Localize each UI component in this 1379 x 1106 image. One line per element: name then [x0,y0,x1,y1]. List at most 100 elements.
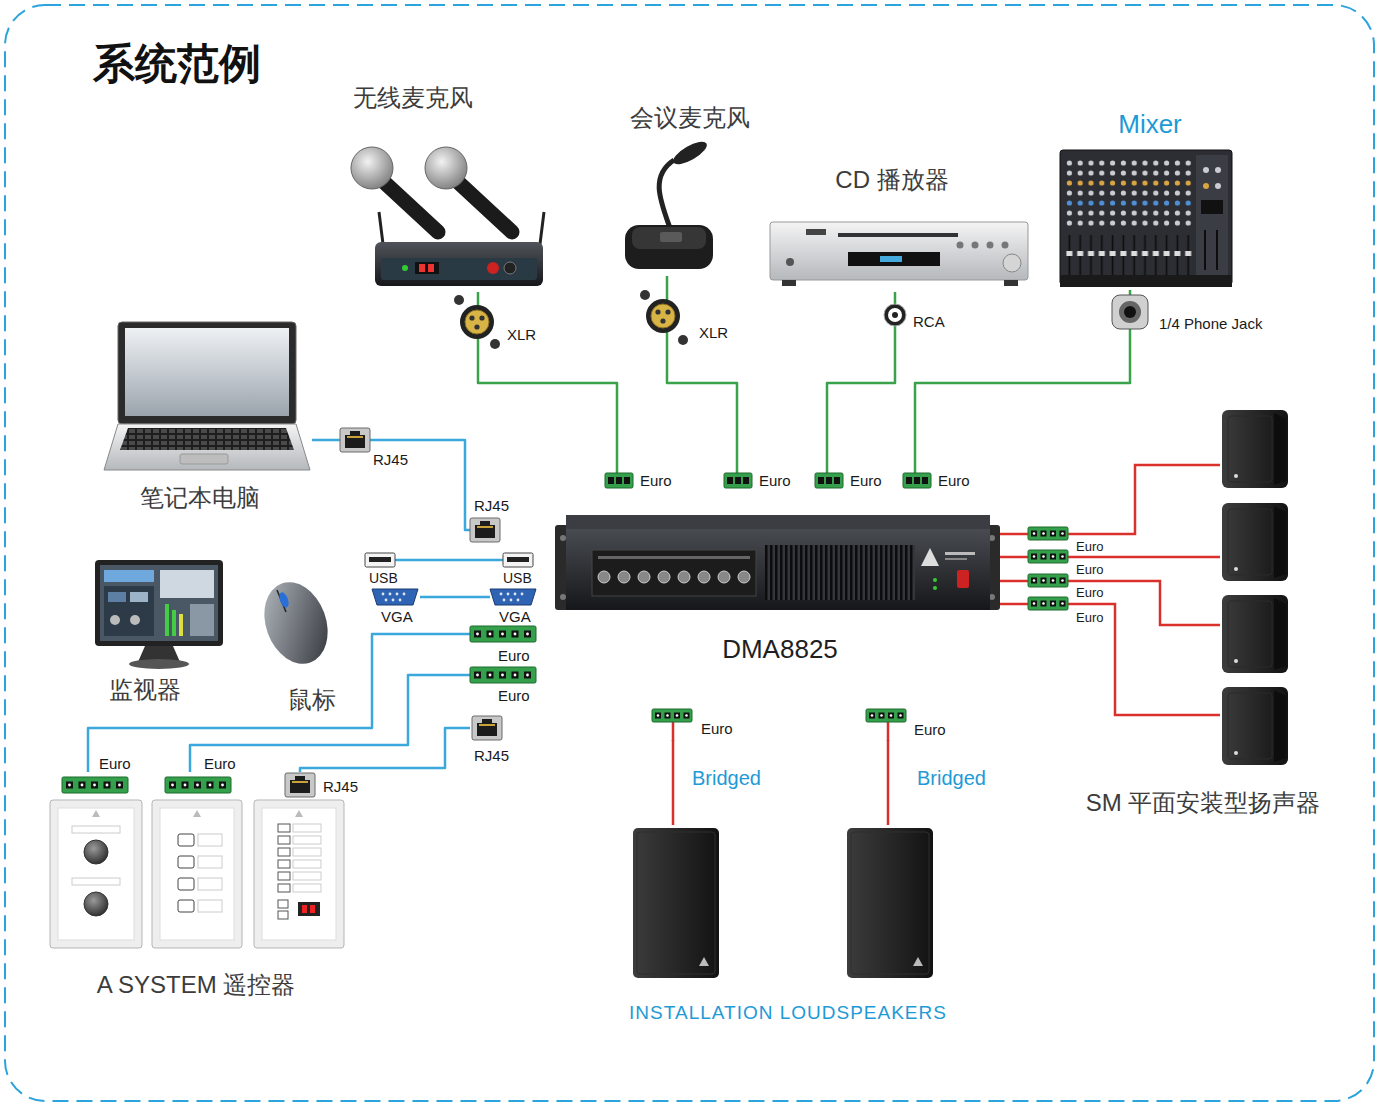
amplifier [738,571,750,583]
amplifier [765,545,915,600]
connector-icons [892,312,898,318]
mixer [1196,155,1228,283]
cd-player [782,280,796,286]
wireless-mic-set [384,182,438,232]
wireless-mic-set [351,147,393,189]
connector-icons [372,589,418,605]
wireless-mic-set [351,147,544,286]
monitor [179,614,183,636]
remote-panels [310,905,315,913]
remote-panels [293,848,321,856]
cd-player [880,256,902,262]
cd-player [1004,280,1018,286]
remote-panels [302,905,307,913]
remote-panels [278,884,290,892]
port-label: Euro [938,473,970,488]
laptop [125,328,289,416]
wireless-mic-set [381,258,537,280]
amplifier [678,571,690,583]
mouse [278,591,291,609]
connector-icons [62,290,1148,797]
node-label: 笔记本电脑 [140,484,260,512]
amplifier [555,515,1000,610]
remote-panels [298,902,320,916]
port-label: Euro [1076,563,1103,576]
cd-player [770,222,1028,280]
connector-icons [1028,574,1068,587]
wireless-mic-set [379,212,383,244]
remote-panels [293,824,321,832]
mixer-node: Mixer [1055,103,1240,290]
remote-panels [278,911,288,919]
port-label: Euro [640,473,672,488]
signal-wire [915,290,1130,473]
monitor [172,610,176,636]
amplifier [658,571,670,583]
mixer [1215,167,1221,173]
cd-player [957,242,964,249]
port-label: VGA [381,609,413,624]
remote-panels [178,834,194,846]
connector-icons [503,553,533,567]
port-label: Euro [850,473,882,488]
remote-group: A SYSTEM 遥控器 [45,772,352,1004]
remote-panels [50,800,344,948]
decor-wires [420,596,490,599]
port-label: Euro [1076,540,1103,553]
amplifier [957,570,969,588]
cd-player-node: CD 播放器 [765,160,1035,292]
signal-wire [672,740,675,825]
cd-player [1003,254,1021,272]
port-label: Euro [1076,586,1103,599]
wireless-mic-set [425,147,467,189]
amplifier [560,594,566,600]
mixer [1215,183,1221,189]
remote-panels [152,800,242,948]
remote-panels [193,810,201,817]
monitor [130,615,140,625]
signal-wire [88,634,470,772]
remote-panels [278,872,290,880]
amplifier [592,550,756,596]
dashed-frame [5,5,1374,1101]
remote-panels [198,900,222,912]
wireless-mic-set [540,212,544,244]
port-label: Euro [701,721,733,736]
monitor [130,592,148,602]
remote-panels [84,892,108,916]
remote-panels [84,840,108,864]
port-label: RJ45 [474,498,509,513]
conference-mic [670,137,710,168]
conference-mic [632,227,706,249]
connector-icons [640,290,650,300]
wireless-mic-node: 无线麦克风 [340,80,560,292]
decor-wires [1068,604,1220,715]
cd-player [786,258,794,266]
installation-speakers [847,828,933,978]
connector-icons [1028,550,1068,563]
node-label: 监视器 [109,676,181,704]
remote-panels [198,856,222,868]
monitor [108,592,126,602]
sm-speakers [1222,410,1288,765]
remote-panels [160,808,234,940]
amplifier [698,571,710,583]
amplifier-node: DMA8825 [470,473,1000,740]
node-label: INSTALLATION LOUDSPEAKERS [629,1002,947,1024]
wireless-mic-set [375,242,543,286]
cd-player [838,233,958,237]
connector-icons [903,473,931,488]
remote-panels [178,856,194,868]
conference-mic [625,137,713,269]
connector-icons [1112,295,1148,329]
port-label: RJ45 [474,748,509,763]
remote-panels [178,878,194,890]
connector-icons [165,777,231,793]
connector-icons [1028,597,1068,610]
port-label: Euro [204,756,236,771]
cd-player [770,222,1028,286]
monitor [95,560,223,646]
installation-speakers [633,828,719,978]
connector-icons [460,305,494,339]
